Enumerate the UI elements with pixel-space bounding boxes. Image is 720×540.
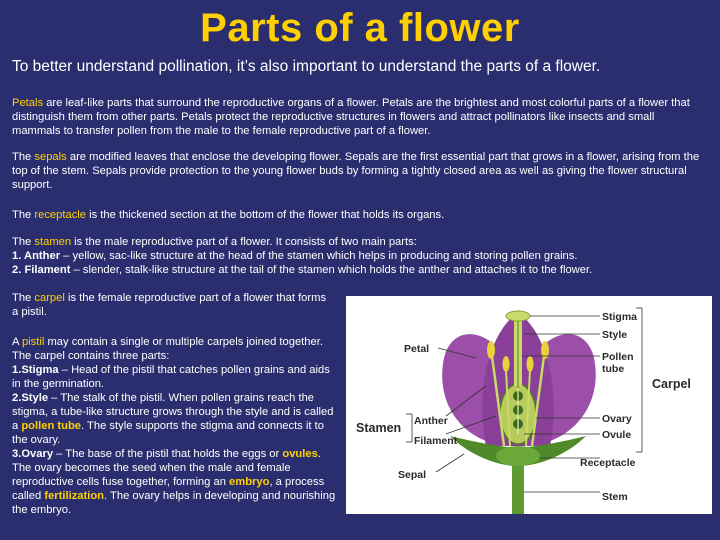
- label-receptacle: Receptacle: [580, 457, 636, 469]
- label-petal: Petal: [404, 343, 429, 355]
- label-pollen-tube-1: Pollen: [602, 351, 634, 363]
- pollen-tube-term: pollen tube: [21, 420, 82, 432]
- anther-left: [487, 341, 495, 359]
- stamen-text: is the male reproductive part of a flowe…: [71, 236, 417, 248]
- page-title: Parts of a flower: [200, 6, 520, 50]
- carpel-text: is the female reproductive part of a flo…: [12, 292, 327, 318]
- embryo-term: embryo: [229, 476, 270, 488]
- stigma-item-text: – Head of the pistil that catches pollen…: [12, 364, 330, 390]
- ovary-item-text-d: . The ovary helps in developing and nour…: [12, 490, 336, 516]
- petals-text: are leaf-like parts that surround the re…: [12, 97, 690, 137]
- fertilization-term: fertilization: [44, 490, 105, 502]
- petals-paragraph: Petals are leaf-like parts that surround…: [12, 96, 702, 138]
- carpel-pre: The: [12, 292, 35, 304]
- sepals-term: sepals: [34, 151, 67, 163]
- receptacle-text: is the thickened section at the bottom o…: [86, 209, 445, 221]
- label-stem: Stem: [602, 491, 628, 503]
- carpel-paragraph: The carpel is the female reproductive pa…: [12, 291, 334, 319]
- stamen-pre: The: [12, 236, 35, 248]
- receptacle-term: receptacle: [34, 209, 87, 221]
- stigma-shape: [505, 310, 531, 322]
- receptacle-paragraph: The receptacle is the thickened section …: [12, 208, 707, 222]
- label-ovary: Ovary: [602, 413, 632, 425]
- page-subtitle: To better understand pollination, it’s a…: [12, 58, 601, 75]
- ovary-item-label: 3.Ovary: [12, 448, 54, 460]
- sepals-pre: The: [12, 151, 35, 163]
- filament-left: [490, 355, 506, 447]
- filament-right: [530, 355, 546, 447]
- label-stigma: Stigma: [602, 311, 637, 323]
- ovules-term: ovules: [282, 448, 318, 460]
- receptacle-pre: The: [12, 209, 35, 221]
- stigma-item-label: 1.Stigma: [12, 364, 59, 376]
- stem-rect: [512, 466, 524, 514]
- label-pollen-tube-2: tube: [602, 363, 624, 375]
- style-item-text-a: – The stalk of the pistil. When pollen g…: [12, 392, 334, 432]
- label-sepal: Sepal: [398, 469, 426, 481]
- ovary-item-text-b: . The ovary becomes the seed when the ma…: [12, 448, 321, 488]
- pistil-text: may contain a single or multiple carpels…: [12, 336, 323, 362]
- stamen-term: stamen: [34, 236, 72, 248]
- ovary-item-text-c: , a process called: [12, 476, 325, 502]
- filament-item-label: 2. Filament: [12, 264, 71, 276]
- anther-right: [541, 341, 549, 359]
- receptacle-shape: [496, 446, 540, 466]
- label-stamen: Stamen: [356, 421, 401, 435]
- anther-item-label: 1. Anther: [12, 250, 61, 262]
- pistil-term: pistil: [21, 336, 45, 348]
- label-carpel: Carpel: [652, 377, 691, 391]
- flower-diagram: Stigma Style Pollen tube Carpel Ovary Ov…: [346, 296, 712, 514]
- stamen-paragraph: The stamen is the male reproductive part…: [12, 235, 712, 277]
- filament-item-text: – slender, stalk-like structure at the t…: [70, 264, 593, 276]
- sepals-text: are modified leaves that enclose the dev…: [12, 151, 700, 191]
- sepals-paragraph: The sepals are modified leaves that encl…: [12, 150, 707, 192]
- label-filament: Filament: [414, 435, 458, 447]
- anther-item-text: – yellow, sac-like structure at the head…: [60, 250, 578, 262]
- ovary-item-text-a: – The base of the pistil that holds the …: [53, 448, 283, 460]
- style-item-label: 2.Style: [12, 392, 49, 404]
- label-anther: Anther: [414, 415, 448, 427]
- label-style: Style: [602, 329, 627, 341]
- style-item-text-b: . The style supports the stigma and conn…: [12, 420, 324, 446]
- carpel-term: carpel: [34, 292, 65, 304]
- pistil-pre: A: [12, 336, 22, 348]
- petals-term: Petals: [12, 97, 44, 109]
- label-ovule: Ovule: [602, 429, 631, 441]
- pistil-paragraph: A pistil may contain a single or multipl…: [12, 335, 340, 517]
